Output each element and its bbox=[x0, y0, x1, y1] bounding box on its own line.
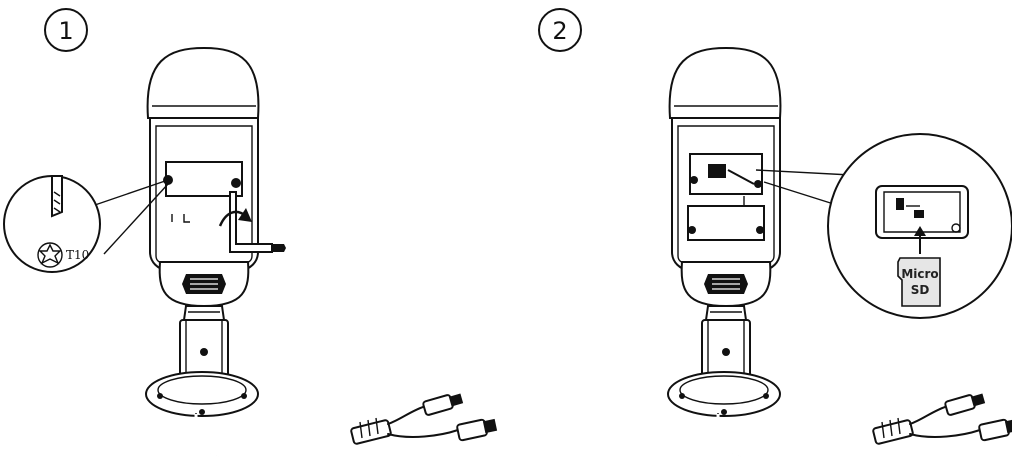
removed-cover-plate bbox=[687, 205, 765, 241]
sd-callout: Micro SD bbox=[755, 133, 1012, 319]
cover-plate bbox=[165, 161, 243, 197]
sd-slot-opening bbox=[914, 210, 924, 218]
sd-slot bbox=[708, 164, 726, 178]
step-1-number: 1 bbox=[58, 17, 73, 45]
step-2-number-circle bbox=[538, 8, 582, 52]
camera-back-view-2 bbox=[667, 47, 1012, 462]
card-label-line2: SD bbox=[911, 283, 930, 297]
step-1-number-circle bbox=[44, 8, 88, 52]
tool-label: T10 bbox=[66, 248, 89, 262]
step-1: 1 T10 bbox=[3, 8, 499, 462]
step-2-number: 2 bbox=[552, 17, 567, 45]
tool-callout: T10 bbox=[3, 175, 169, 273]
markings bbox=[171, 214, 190, 223]
cover-screw-right bbox=[231, 178, 241, 188]
torx-t10-icon bbox=[37, 242, 63, 268]
camera-back-view-1 bbox=[145, 47, 499, 462]
sd-compartment bbox=[689, 153, 763, 195]
step-2: 2 bbox=[538, 8, 1012, 462]
micro-sd-card bbox=[897, 257, 941, 307]
card-label-line1: Micro bbox=[901, 267, 938, 281]
torx-key bbox=[218, 191, 286, 253]
